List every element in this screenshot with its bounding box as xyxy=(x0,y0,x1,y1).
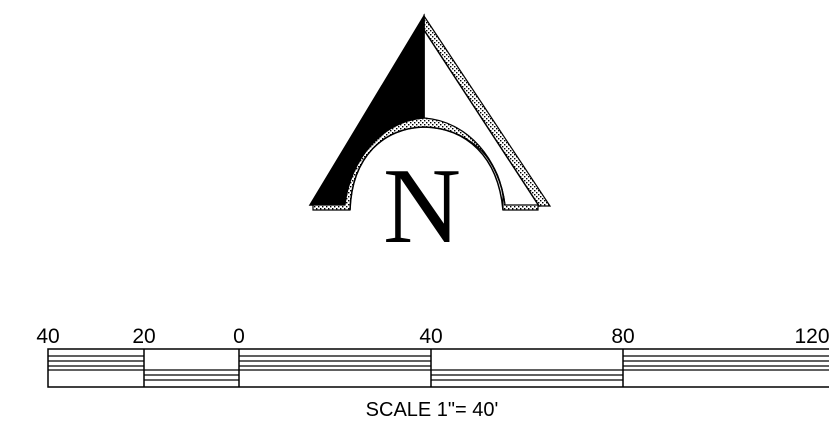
scale-segment-0-40 xyxy=(239,355,431,371)
scale-tick-label: 40 xyxy=(419,325,442,348)
north-arrow-icon xyxy=(308,13,552,211)
scale-tick-label: 80 xyxy=(611,325,634,348)
scale-segment-20-0 xyxy=(144,369,239,381)
scale-tick-label: 0 xyxy=(233,325,245,348)
scale-tick-label: 120 xyxy=(794,325,829,348)
scale-caption: SCALE 1"= 40' xyxy=(366,399,499,421)
scale-segment-40-80 xyxy=(431,369,623,381)
scale-bar-frame xyxy=(47,348,829,388)
scale-segment-80-120 xyxy=(623,355,829,371)
scale-segment-40-20 xyxy=(48,355,144,371)
scale-tick-label: 40 xyxy=(36,325,59,348)
north-letter: N xyxy=(383,147,461,266)
arch-inner-line xyxy=(349,126,504,211)
scale-bar: 40 20 0 40 80 120 xyxy=(36,325,829,388)
scale-division-ticks xyxy=(143,349,624,387)
scale-tick-label: 20 xyxy=(132,325,155,348)
